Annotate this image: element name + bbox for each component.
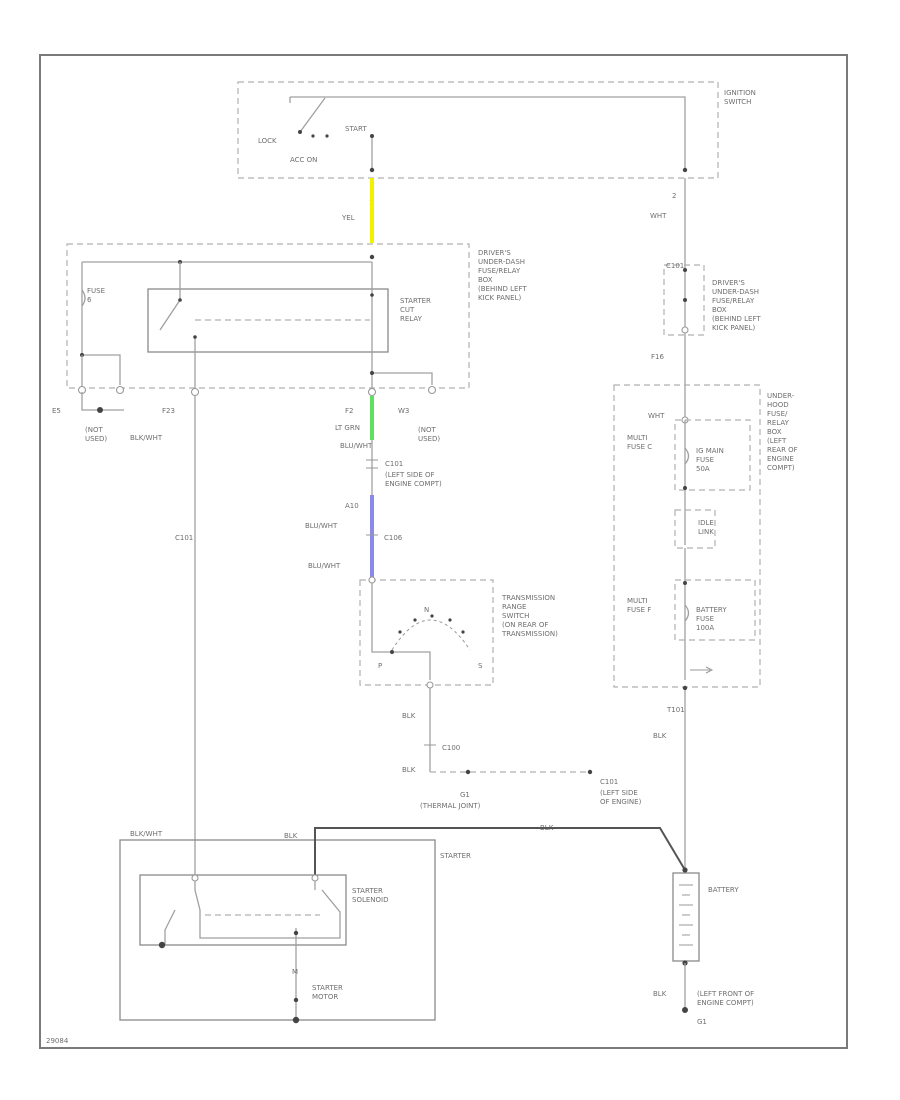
c101-left-label: C101 xyxy=(175,534,193,542)
blk-wht-starter-label: BLK/WHT xyxy=(130,830,163,838)
blk-ground-label: BLK xyxy=(402,766,416,774)
diagram-id: 29084 xyxy=(46,1037,69,1045)
diagram-frame xyxy=(39,54,848,1049)
t101-label: T101 xyxy=(666,706,685,714)
under-hood-title: UNDER- HOOD FUSE/ RELAY BOX (LEFT REAR O… xyxy=(767,392,800,472)
transmission-range-switch: P N S TRANSMISSION RANGE SWITCH (ON REAR… xyxy=(359,576,558,689)
a10-label: A10 xyxy=(345,502,359,510)
blu-wht-a-label: BLU/WHT xyxy=(340,442,373,450)
starter-cut-relay xyxy=(147,288,389,353)
multi-fuse-f-block xyxy=(674,579,756,641)
multi-fuse-c-block xyxy=(674,419,751,491)
lt-grn-label: LT GRN xyxy=(335,424,360,432)
g1-label: G1 xyxy=(460,791,470,799)
s-position-label: S xyxy=(478,662,483,670)
c100-label: C100 xyxy=(442,744,460,752)
e5-stub xyxy=(81,392,124,411)
under-dash-left-title: DRIVER'S UNDER-DASH FUSE/RELAY BOX (BEHI… xyxy=(478,249,529,302)
f16-label: F16 xyxy=(651,353,664,361)
start-label: START xyxy=(345,125,367,133)
acc-on-label: ACC ON xyxy=(290,156,317,164)
blk-starter-label: BLK xyxy=(284,832,298,840)
c106-label: C106 xyxy=(384,534,403,542)
c101-label: C101 xyxy=(385,460,403,468)
g1-bottom-label: G1 xyxy=(697,1018,707,1026)
yel-label: YEL xyxy=(341,214,355,222)
transmission-switch-title: TRANSMISSION RANGE SWITCH (ON REAR OF TR… xyxy=(501,594,558,638)
e5-label: E5 xyxy=(52,407,61,415)
blk-t-label: BLK xyxy=(402,712,416,720)
starter-motor-m-label: M xyxy=(292,968,298,976)
wht-top-label: WHT xyxy=(650,212,667,220)
blk-bottom-label: BLK xyxy=(653,990,667,998)
p-position-label: P xyxy=(378,662,382,670)
f23-label: F23 xyxy=(162,407,175,415)
n-position-label: N xyxy=(424,606,429,614)
f2-label: F2 xyxy=(345,407,353,415)
battery-label: BATTERY xyxy=(708,886,739,894)
pin-2-label: 2 xyxy=(672,192,676,200)
blk-wht-top-label: BLK/WHT xyxy=(130,434,163,442)
idle-link xyxy=(674,509,716,549)
w3-label: W3 xyxy=(398,407,409,415)
c101-top-right-label: C101 xyxy=(666,262,684,270)
lock-label: LOCK xyxy=(258,137,277,145)
blu-wht-c-label: BLU/WHT xyxy=(308,562,341,570)
g1-thermal-label: (THERMAL JOINT) xyxy=(420,802,481,810)
blu-wht-b-label: BLU/WHT xyxy=(305,522,338,530)
under-dash-right-title: DRIVER'S UNDER-DASH FUSE/RELAY BOX (BEHI… xyxy=(712,279,763,332)
starter-solenoid-box xyxy=(139,874,347,946)
starter-title: STARTER xyxy=(440,852,471,860)
wht-mid-label: WHT xyxy=(648,412,665,420)
blk-batt-label: BLK xyxy=(653,732,667,740)
under-dash-fuse-box-right: C101 DRIVER'S UNDER-DASH FUSE/RELAY BOX … xyxy=(651,262,763,361)
c101-right-label: C101 xyxy=(600,778,618,786)
blk-battery-cable xyxy=(314,827,686,875)
